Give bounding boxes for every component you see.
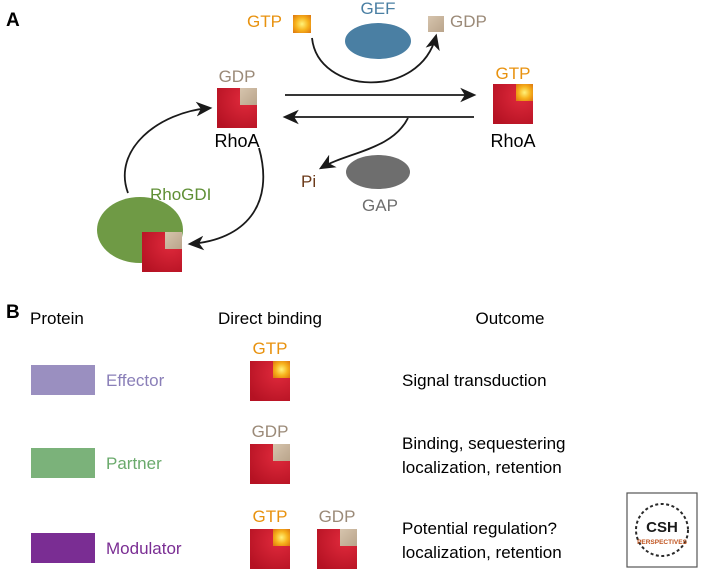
protein-swatch bbox=[31, 448, 95, 478]
gtp-chip bbox=[273, 361, 290, 378]
inactive-gdp-label: GDP bbox=[219, 67, 256, 86]
gap-label: GAP bbox=[362, 196, 398, 215]
gef-label: GEF bbox=[361, 0, 396, 18]
gtp-input-label: GTP bbox=[247, 12, 282, 31]
outcome-text: Binding, sequestering bbox=[402, 434, 566, 453]
release-from-gdi-arrow bbox=[123, 101, 213, 194]
binding-header: Direct binding bbox=[218, 309, 322, 328]
logo-line2: PERSPECTIVES bbox=[637, 539, 688, 546]
gdi-bound-gdp-chip bbox=[165, 232, 182, 249]
gtp-chip bbox=[273, 529, 290, 546]
gap-hydrolysis-arrow bbox=[318, 117, 409, 170]
gtp-input-chip bbox=[293, 15, 311, 33]
table-row: Modulator GTP GDP Potential regulation? loca… bbox=[31, 507, 562, 569]
panel-a: A GTP GEF GDP GDP RhoA GTP RhoA GAP Pi bbox=[6, 0, 536, 272]
capture-by-gdi-arrow bbox=[187, 147, 265, 251]
gap-shape bbox=[346, 155, 410, 189]
protein-label: Effector bbox=[106, 371, 165, 390]
table-row: Effector GTP Signal transduction bbox=[31, 339, 547, 401]
logo-ring bbox=[635, 503, 689, 557]
gtp-binding-label: GTP bbox=[253, 339, 288, 358]
outcome-text: localization, retention bbox=[402, 458, 562, 477]
panel-b: B Protein Direct binding Outcome Effecto… bbox=[6, 302, 566, 569]
active-gtp-label: GTP bbox=[496, 64, 531, 83]
panel-b-label: B bbox=[6, 302, 20, 323]
protein-swatch bbox=[31, 365, 95, 395]
table-row: Partner GDP Binding, sequestering localizat… bbox=[31, 422, 566, 484]
gdp-binding-label: GDP bbox=[319, 507, 356, 526]
protein-swatch bbox=[31, 533, 95, 563]
protein-header: Protein bbox=[30, 309, 84, 328]
gdp-output-chip bbox=[428, 16, 444, 32]
logo-line1: CSH bbox=[646, 519, 678, 536]
inactive-rhoa-label: RhoA bbox=[214, 131, 259, 151]
outcome-text: localization, retention bbox=[402, 543, 562, 562]
gdp-chip bbox=[273, 444, 290, 461]
panel-a-label: A bbox=[6, 10, 20, 31]
gtp-binding-label: GTP bbox=[253, 507, 288, 526]
active-rhoa-label: RhoA bbox=[490, 131, 535, 151]
gdp-output-label: GDP bbox=[450, 12, 487, 31]
gef-shape bbox=[345, 23, 411, 59]
outcome-text: Potential regulation? bbox=[402, 519, 557, 538]
logo-frame bbox=[626, 492, 698, 568]
protein-label: Partner bbox=[106, 454, 162, 473]
active-gtp-chip bbox=[516, 84, 533, 101]
pi-label: Pi bbox=[301, 172, 316, 191]
csh-perspectives-logo: CSH PERSPECTIVES bbox=[626, 492, 698, 568]
outcome-text: Signal transduction bbox=[402, 371, 547, 390]
gdp-binding-label: GDP bbox=[252, 422, 289, 441]
rhogdi-label: RhoGDI bbox=[150, 185, 211, 204]
gef-exchange-arrow bbox=[311, 33, 440, 84]
gdp-chip bbox=[340, 529, 357, 546]
protein-label: Modulator bbox=[106, 539, 182, 558]
outcome-header: Outcome bbox=[476, 309, 545, 328]
inactive-gdp-chip bbox=[240, 88, 257, 105]
